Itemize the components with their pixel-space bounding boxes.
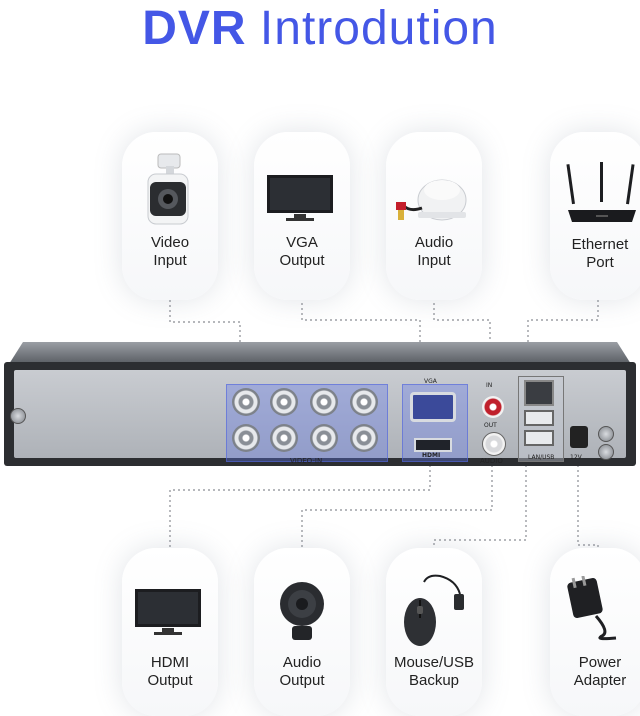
hdmi-port (414, 438, 452, 452)
lan-usb-label: LAN/USB (528, 454, 555, 461)
audio-label: AUDIO (480, 457, 503, 465)
line-hdmi-output (169, 455, 431, 560)
camera-icon (147, 153, 189, 225)
line-power (577, 455, 599, 560)
bnc-port (232, 424, 260, 452)
audio-out-port (482, 432, 506, 456)
video-in-label: VIDEO-IN (290, 457, 323, 465)
line-audio-output (301, 460, 493, 560)
title-regular: Introdution (259, 2, 498, 55)
bnc-port (310, 424, 338, 452)
monitor-icon (135, 589, 201, 635)
bnc-port (350, 424, 378, 452)
power-adapter-icon (567, 576, 617, 641)
audio-in-label: IN (486, 382, 493, 389)
usb-port (524, 430, 554, 446)
lan-port (524, 380, 554, 406)
bnc-port (270, 388, 298, 416)
bnc-port (232, 388, 260, 416)
vga-label: VGA (424, 378, 437, 385)
bnc-port (310, 388, 338, 416)
bnc-port (350, 388, 378, 416)
router-icon (566, 162, 636, 222)
power-adapter-card (550, 548, 640, 716)
dc-power-port (570, 426, 588, 448)
vga-port (410, 392, 456, 422)
ground-screw-icon (598, 426, 614, 442)
audio-out-label: OUT (484, 422, 497, 429)
screw-left-icon (10, 408, 26, 424)
audio-in-port (482, 396, 504, 418)
monitor-icon (267, 175, 333, 221)
screw-right-icon (598, 444, 614, 460)
speaker-icon (280, 582, 324, 640)
power-label: 12V (570, 454, 582, 461)
title-bold: DVR (142, 2, 247, 55)
bnc-port (270, 424, 298, 452)
dvr-top-cover (10, 342, 630, 362)
dvr-device: VIDEO-IN VGA HDMI IN OUT AUDIO LAN/USB 1… (4, 342, 636, 466)
mouse-icon (404, 574, 464, 646)
usb-port (524, 410, 554, 426)
microphone-icon (396, 179, 467, 221)
page-title: DVR Introdution (0, 0, 640, 58)
hdmi-label: HDMI (422, 452, 441, 459)
